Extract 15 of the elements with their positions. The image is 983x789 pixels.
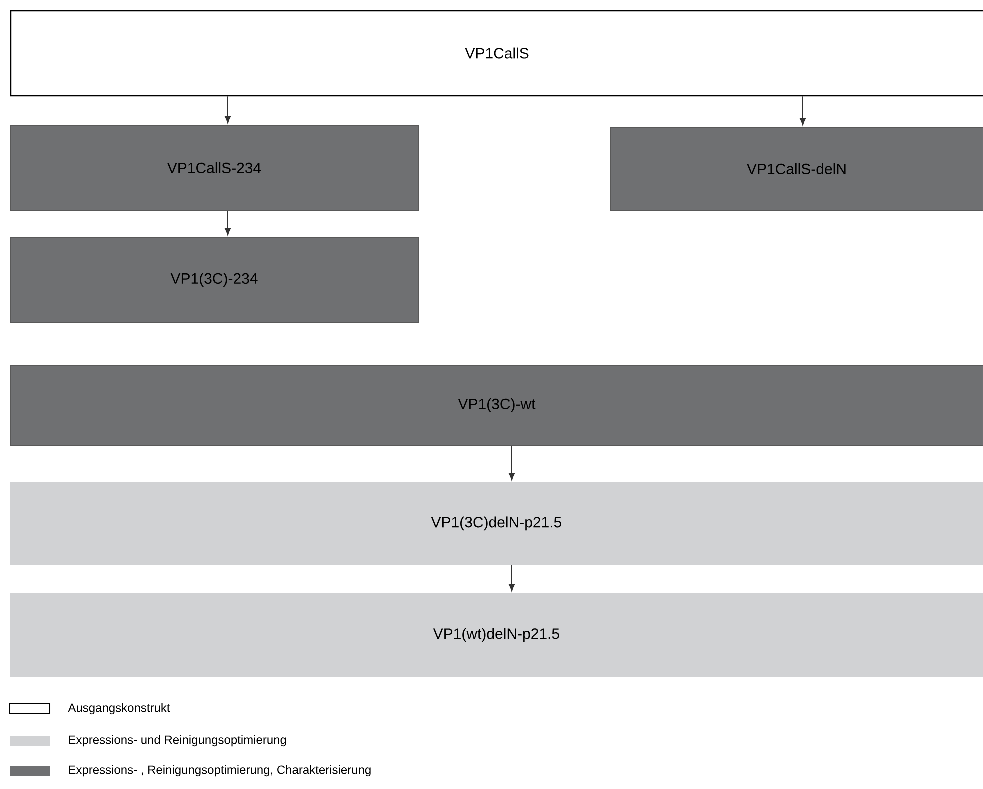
- arrow: [508, 446, 516, 480]
- arrow: [800, 96, 806, 126]
- arrow: [508, 564, 516, 592]
- arrow: [224, 210, 232, 236]
- construct-box: VP1(3C)-234: [10, 237, 419, 323]
- construct-box: VP1(3C)delN-p21.5: [10, 482, 983, 566]
- legend-text: Ausgangskonstrukt: [68, 703, 170, 715]
- construct-box: VP1CallS-delN: [610, 127, 983, 211]
- construct-box: VP1CallS: [10, 10, 983, 97]
- construct-box: VP1(3C)-wt: [10, 365, 983, 446]
- arrow: [224, 96, 232, 124]
- construct-box: VP1(wt)delN-p21.5: [10, 593, 983, 678]
- legend-text: Expressions- , Reinigungsoptimierung, Charakterisierung: [69, 765, 371, 777]
- legend-text: Expressions- und Reinigungsoptimierung: [69, 735, 286, 747]
- construct-box: VP1CallS-234: [10, 125, 419, 211]
